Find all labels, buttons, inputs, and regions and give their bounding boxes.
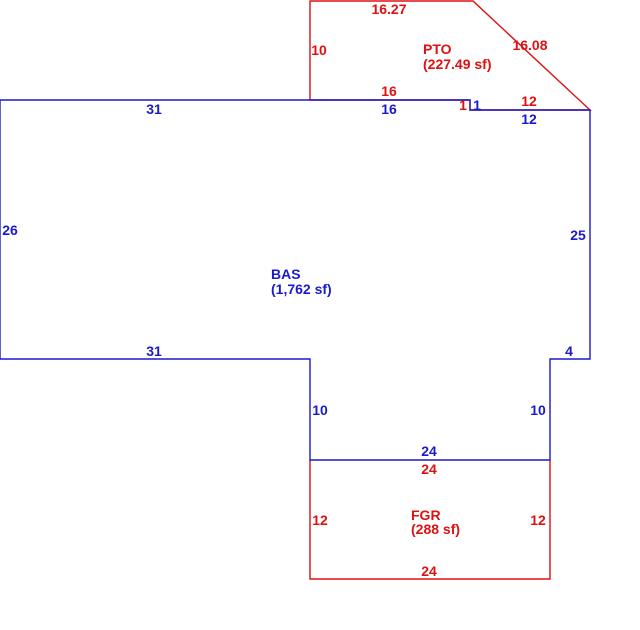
bas-code: BAS — [271, 266, 301, 282]
fgr-dim-bottom: 24 — [421, 563, 437, 579]
bas-dim-step: 1 — [473, 97, 481, 113]
bas-dim-top-left: 31 — [146, 101, 162, 117]
bas-dim-right-step: 4 — [565, 343, 573, 359]
bas-dim-bottom-left: 31 — [146, 343, 162, 359]
pto-code: PTO — [423, 41, 452, 57]
pto-area: (227.49 sf) — [423, 56, 491, 72]
fgr-code: FGR — [411, 507, 441, 523]
pto-dim-bottom-right: 12 — [521, 93, 537, 109]
fgr-area: (288 sf) — [411, 521, 460, 537]
bas-dim-right: 25 — [570, 227, 586, 243]
bas-outline — [0, 99, 591, 461]
pto-dim-left: 10 — [311, 42, 327, 58]
bas-dim-bottom: 24 — [421, 443, 437, 459]
pto-dim-top: 16.27 — [371, 1, 406, 17]
bas-area: (1,762 sf) — [271, 281, 332, 297]
pto-dim-step: 1 — [459, 97, 467, 113]
bas-dim-left-lower: 10 — [312, 402, 328, 418]
bas-dim-right-lower: 10 — [530, 402, 546, 418]
pto-dim-diagonal: 16.08 — [512, 37, 547, 53]
pto-dim-bottom-left: 16 — [381, 83, 397, 99]
bas-dim-top-right: 12 — [521, 111, 537, 127]
fgr-dim-top: 24 — [421, 461, 437, 477]
fgr-outline — [309, 460, 551, 580]
fgr-dim-right: 12 — [530, 512, 546, 528]
bas-dim-left: 26 — [2, 222, 18, 238]
bas-dim-top-mid: 16 — [381, 101, 397, 117]
fgr-dim-left: 12 — [312, 512, 328, 528]
